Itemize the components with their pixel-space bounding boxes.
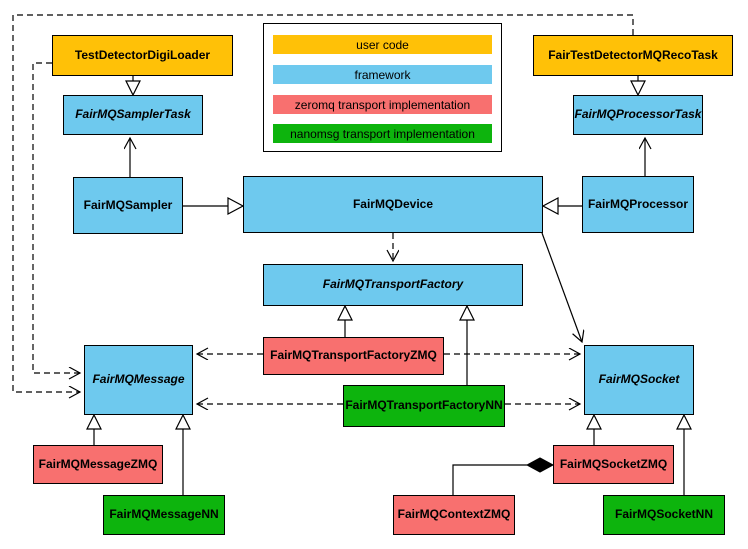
node-fairmq-processor-task: FairMQProcessorTask: [573, 95, 703, 135]
node-fairmq-socket-zmq: FairMQSocketZMQ: [553, 445, 674, 484]
legend-label: framework: [354, 67, 411, 82]
legend-label: zeromq transport implementation: [294, 97, 471, 112]
node-fairmq-message-zmq: FairMQMessageZMQ: [33, 445, 163, 484]
node-fairmq-socket: FairMQSocket: [584, 345, 694, 415]
node-fairmq-sampler: FairMQSampler: [73, 177, 183, 234]
node-test-detector-digi-loader: TestDetectorDigiLoader: [52, 35, 233, 76]
node-fairmq-device: FairMQDevice: [243, 176, 543, 233]
edge-socketzmq-contextzmq: [452, 464, 527, 495]
node-fair-test-detector-mq-reco-task: FairTestDetectorMQRecoTask: [533, 35, 733, 76]
legend-item-nanomsg: nanomsg transport implementation: [273, 124, 492, 143]
legend-item-zeromq: zeromq transport implementation: [273, 95, 492, 114]
legend-label: nanomsg transport implementation: [290, 126, 475, 141]
node-fairmq-sampler-task: FairMQSamplerTask: [63, 95, 203, 135]
node-fairmq-transport-factory: FairMQTransportFactory: [263, 264, 523, 306]
edge-device-socket: [541, 232, 582, 342]
node-fairmq-processor: FairMQProcessor: [582, 176, 694, 233]
node-fairmq-context-zmq: FairMQContextZMQ: [393, 495, 515, 535]
node-fairmq-message: FairMQMessage: [84, 345, 193, 415]
legend: user code framework zeromq transport imp…: [263, 23, 502, 152]
node-fairmq-socket-nn: FairMQSocketNN: [603, 495, 725, 535]
legend-label: user code: [356, 37, 409, 52]
composition-diamond: [525, 457, 555, 473]
legend-item-framework: framework: [273, 65, 492, 84]
node-fairmq-transport-factory-nn: FairMQTransportFactoryNN: [343, 385, 505, 427]
node-fairmq-transport-factory-zmq: FairMQTransportFactoryZMQ: [263, 337, 444, 375]
node-fairmq-message-nn: FairMQMessageNN: [103, 495, 225, 535]
legend-item-user-code: user code: [273, 35, 492, 54]
